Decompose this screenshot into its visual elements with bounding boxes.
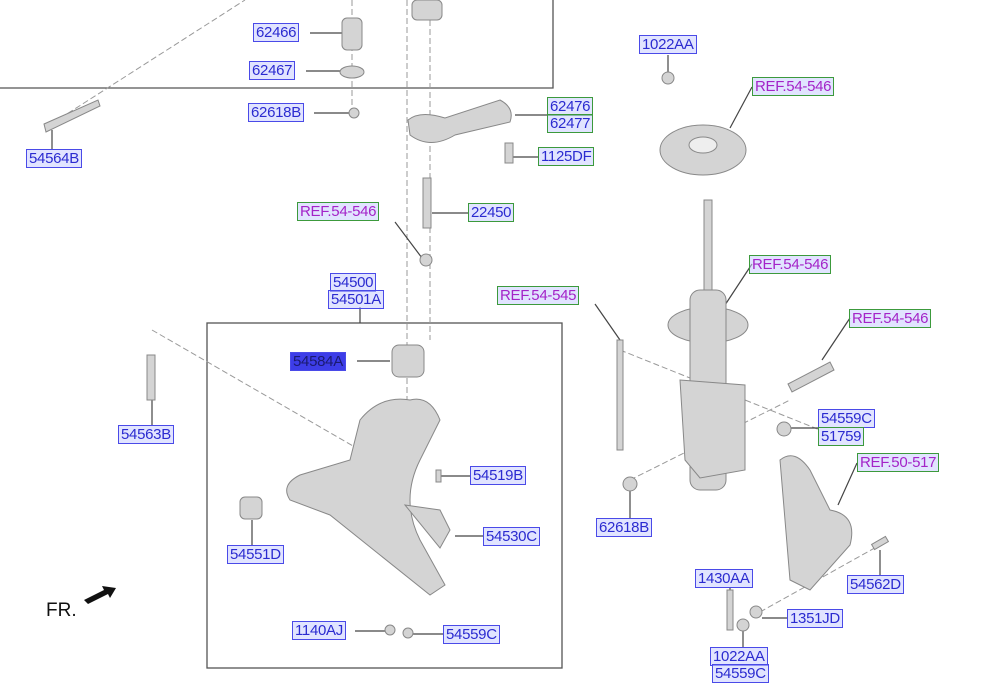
ref-54-546-bolt[interactable]: REF.54-546 bbox=[849, 309, 932, 328]
part-54564b[interactable]: 54564B bbox=[26, 149, 82, 168]
part-51759[interactable]: 51759 bbox=[818, 427, 865, 446]
part-54562d[interactable]: 54562D bbox=[847, 575, 904, 594]
part-62618b-bottom[interactable]: 62618B bbox=[596, 518, 652, 537]
part-62618b-top[interactable]: 62618B bbox=[248, 103, 304, 122]
ref-54-546-top[interactable]: REF.54-546 bbox=[752, 77, 835, 96]
part-62466[interactable]: 62466 bbox=[253, 23, 300, 42]
part-54559c-last[interactable]: 54559C bbox=[712, 664, 769, 683]
direction-arrow-icon bbox=[84, 586, 116, 604]
part-1125df[interactable]: 1125DF bbox=[538, 147, 595, 166]
part-54559c-bottom[interactable]: 54559C bbox=[443, 625, 500, 644]
part-54530c[interactable]: 54530C bbox=[483, 527, 540, 546]
ref-54-545[interactable]: REF.54-545 bbox=[497, 286, 580, 305]
front-direction-label: FR. bbox=[46, 600, 77, 621]
part-1430aa[interactable]: 1430AA bbox=[695, 569, 753, 588]
ref-54-546-mid[interactable]: REF.54-546 bbox=[297, 202, 380, 221]
part-1351jd[interactable]: 1351JD bbox=[787, 609, 843, 628]
part-54551d[interactable]: 54551D bbox=[227, 545, 284, 564]
part-54563b[interactable]: 54563B bbox=[118, 425, 174, 444]
part-54559c-right[interactable]: 54559C bbox=[818, 409, 875, 428]
ref-54-546-strut[interactable]: REF.54-546 bbox=[749, 255, 832, 274]
part-1022aa-top[interactable]: 1022AA bbox=[639, 35, 697, 54]
part-1022aa-bottom[interactable]: 1022AA bbox=[710, 647, 768, 666]
part-22450[interactable]: 22450 bbox=[468, 203, 515, 222]
part-62477[interactable]: 62477 bbox=[547, 114, 594, 133]
part-54519b[interactable]: 54519B bbox=[470, 466, 526, 485]
ref-50-517[interactable]: REF.50-517 bbox=[857, 453, 940, 472]
part-54584a-highlighted[interactable]: 54584A bbox=[290, 352, 346, 371]
part-62476[interactable]: 62476 bbox=[547, 97, 594, 116]
part-54501a[interactable]: 54501A bbox=[328, 290, 384, 309]
part-1140aj[interactable]: 1140AJ bbox=[292, 621, 346, 640]
part-62467[interactable]: 62467 bbox=[249, 61, 296, 80]
